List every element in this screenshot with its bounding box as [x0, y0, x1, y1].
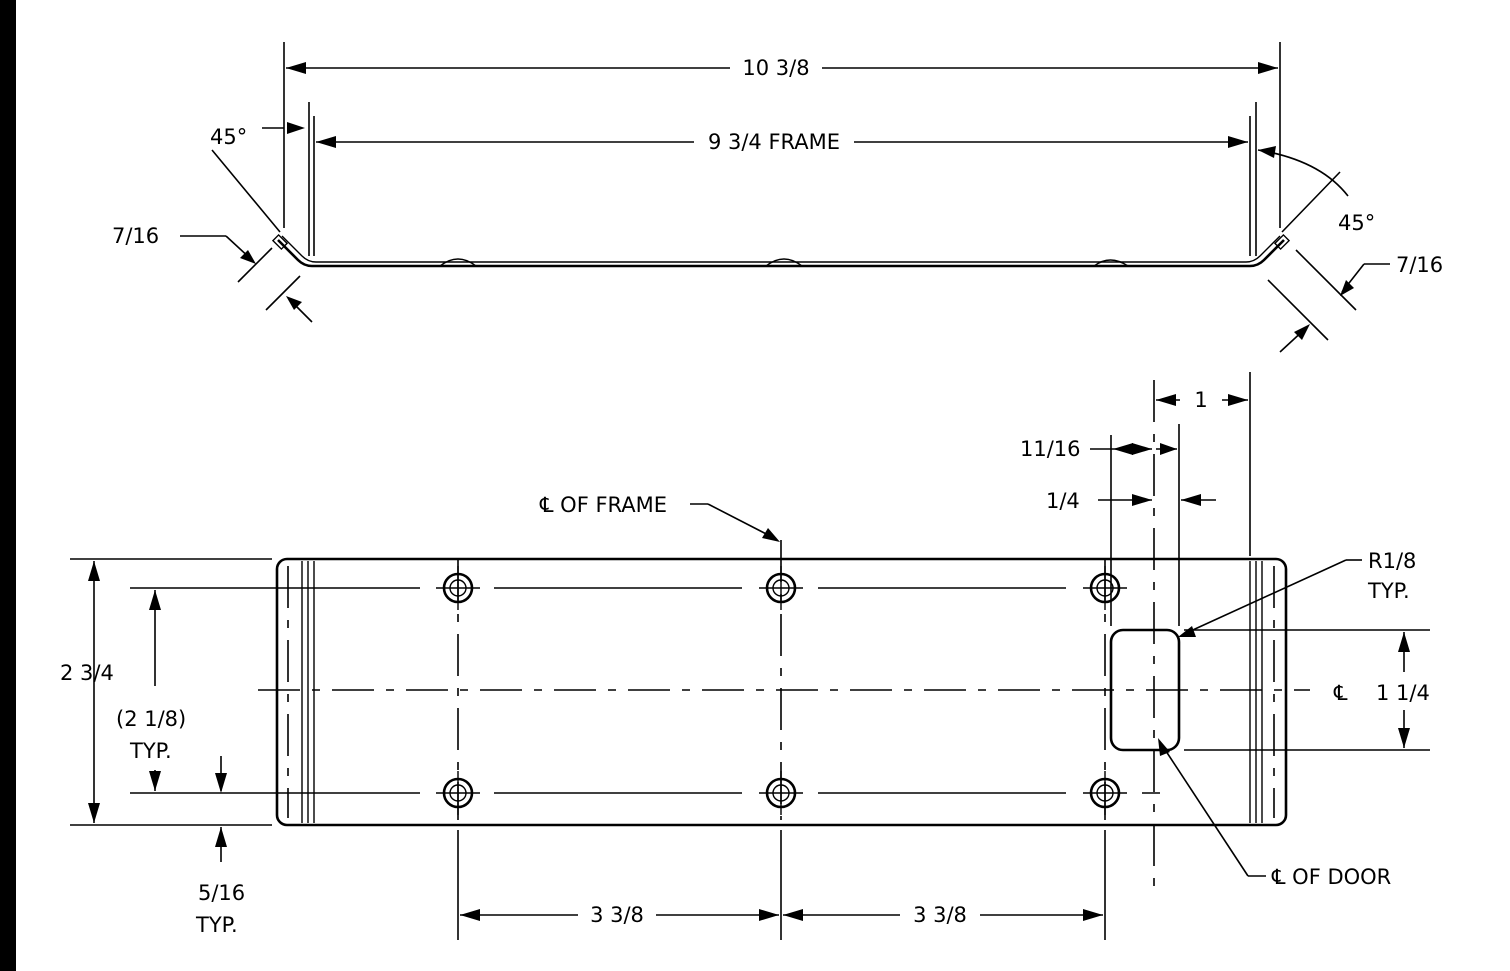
arrow-spacing-right-start [783, 909, 803, 921]
flange-ext-left-b [265, 275, 301, 311]
hole-bottom-left [436, 771, 480, 815]
left-flange-tip [271, 233, 289, 251]
arrow-slot-radius [1178, 626, 1196, 637]
door-slot [1109, 628, 1181, 752]
label-slot-radius-note: TYP. [1367, 579, 1410, 603]
hole-top-right [1083, 566, 1127, 610]
arrow-door-centerline [1158, 738, 1170, 756]
label-door-centerline: ℄ OF DOOR [1271, 865, 1391, 889]
hole-bottom-right [1083, 771, 1127, 815]
side-profile-inner [281, 235, 1281, 263]
plan-view: ℄ [60, 372, 1430, 940]
arrow-frame-right [1228, 136, 1248, 148]
flange-ext-left-a [237, 247, 273, 283]
arrow-spacing-right-end [1083, 909, 1103, 921]
arrow-frame-left [316, 136, 336, 148]
side-view: 10 3/8 9 3/4 FRAME 45° 45° 7/16 [112, 42, 1443, 353]
arrow-slot-11-16-left [1113, 443, 1133, 455]
arrow-frame-centerline [762, 528, 780, 542]
side-profile-outer [277, 239, 1285, 268]
label-centerline-symbol: ℄ [1333, 681, 1348, 705]
arrow-hole-spacing-bottom [149, 771, 161, 791]
label-spacing-right: 3 3/8 [913, 903, 967, 927]
arrow-slot-height-bottom [1398, 728, 1410, 748]
label-hole-spacing: (2 1/8) [116, 707, 186, 731]
label-hole-spacing-note: TYP. [129, 739, 172, 763]
left-border-strip [0, 0, 16, 971]
arrow-slot-1-4-right [1181, 494, 1201, 506]
label-slot-offset-1: 1 [1194, 388, 1207, 412]
label-spacing-left: 3 3/8 [590, 903, 644, 927]
right-flange-tip [1273, 233, 1291, 251]
arrow-height-bottom [88, 803, 100, 823]
arrow-edge-offset-top [215, 773, 227, 793]
arrow-overall-left [286, 62, 306, 74]
label-frame-length: 9 3/4 FRAME [708, 130, 840, 154]
angle-leader-left [211, 149, 281, 233]
angle-arc-right [1257, 149, 1349, 197]
label-overall-length: 10 3/8 [742, 56, 809, 80]
arrow-flange-left-a [240, 250, 256, 264]
arrow-slot-height-top [1398, 632, 1410, 652]
arrow-slot-1-right [1228, 394, 1248, 406]
arrow-flange-right-a [1340, 280, 1354, 296]
leader-door-diag [1159, 741, 1249, 877]
arrow-flange-right-b [1294, 324, 1310, 340]
flange-ext-right-b [1267, 279, 1329, 341]
label-slot-offset-1-4: 1/4 [1046, 489, 1080, 513]
hidden-boss-3 [1093, 259, 1129, 267]
leader-frame-diag [707, 503, 775, 539]
label-slot-offset-11-16: 11/16 [1020, 437, 1081, 461]
hole-top-left [436, 566, 480, 610]
arrow-flange-left-b [286, 296, 302, 310]
arrow-slot-11-16-end [1160, 443, 1177, 455]
label-edge-offset: 5/16 [198, 881, 245, 905]
label-frame-centerline: ℄ OF FRAME [539, 493, 667, 517]
arrow-slot-1-left [1156, 394, 1176, 406]
arrow-edge-offset-bottom [215, 827, 227, 847]
arrow-spacing-left-start [460, 909, 480, 921]
arrow-hole-spacing-top [149, 590, 161, 610]
label-edge-offset-note: TYP. [195, 913, 238, 937]
hole-top-mid [759, 566, 803, 610]
arrow-height-top [88, 561, 100, 581]
flange-ext-right-a [1295, 249, 1357, 311]
label-slot-height: 1 1/4 [1376, 681, 1430, 705]
label-flange-left: 7/16 [112, 224, 159, 248]
label-angle-left: 45° [210, 125, 247, 149]
hidden-boss-1 [439, 258, 477, 267]
label-height: 2 3/4 [60, 661, 114, 685]
arrow-slot-11-16-right [1132, 443, 1152, 455]
label-flange-right: 7/16 [1396, 253, 1443, 277]
arrow-overall-right [1258, 62, 1278, 74]
arrow-angle-left [287, 122, 305, 134]
arrow-angle-right [1258, 146, 1276, 158]
hole-bottom-mid [759, 771, 803, 815]
label-angle-right: 45° [1338, 211, 1375, 235]
arrow-spacing-left-end [759, 909, 779, 921]
leader-radius-diag [1183, 559, 1347, 635]
hidden-boss-2 [765, 258, 803, 267]
angle-leader-right [1281, 171, 1341, 233]
arrow-slot-1-4-left [1132, 494, 1152, 506]
label-slot-radius: R1/8 [1368, 549, 1416, 573]
